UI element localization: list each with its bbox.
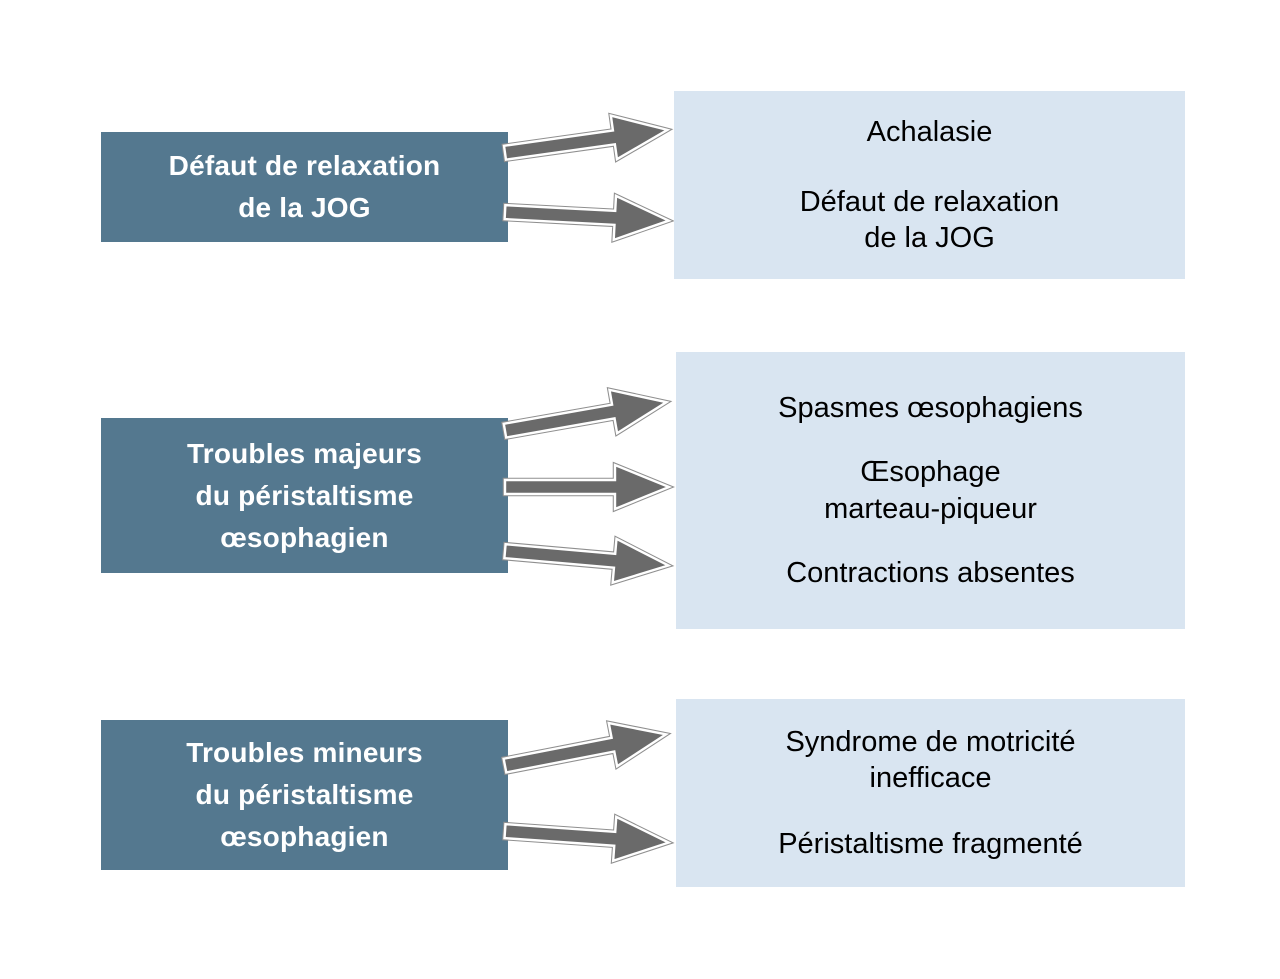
- arrow-icon: [502, 459, 675, 515]
- item-box-minor-disorders: Syndrome de motricité inefficace Pérista…: [676, 699, 1185, 887]
- item-label-peristaltisme-fragmente: Péristaltisme fragmenté: [778, 828, 1083, 861]
- item-box-jog-disorders: Achalasie Défaut de relaxation de la JOG: [674, 91, 1185, 279]
- item-label-marteau-piqueur: Œsophage marteau-piqueur: [824, 456, 1037, 525]
- arrow-icon: [502, 184, 675, 249]
- category-box-defaut-relaxation-jog: Défaut de relaxation de la JOG: [101, 132, 508, 242]
- item-label-motricite-inefficace: Syndrome de motricité inefficace: [785, 725, 1076, 794]
- item-label-contractions-absentes: Contractions absentes: [786, 556, 1075, 589]
- arrow-icon: [498, 374, 675, 459]
- arrow-icon: [501, 803, 675, 871]
- item-label-spasmes: Spasmes œsophagiens: [778, 392, 1083, 424]
- item-box-major-disorders: Spasmes œsophagiens Œsophage marteau-piq…: [676, 352, 1185, 629]
- category-box-troubles-majeurs: Troubles majeurs du péristaltisme œsopha…: [101, 418, 508, 573]
- item-label-achalasie: Achalasie: [866, 115, 993, 148]
- arrow-icon: [501, 523, 675, 594]
- category-box-troubles-mineurs: Troubles mineurs du péristaltisme œsopha…: [101, 720, 508, 870]
- arrow-icon: [498, 706, 676, 793]
- arrow-icon: [499, 102, 675, 181]
- item-label-defaut-relaxation-jog: Défaut de relaxation de la JOG: [799, 185, 1060, 255]
